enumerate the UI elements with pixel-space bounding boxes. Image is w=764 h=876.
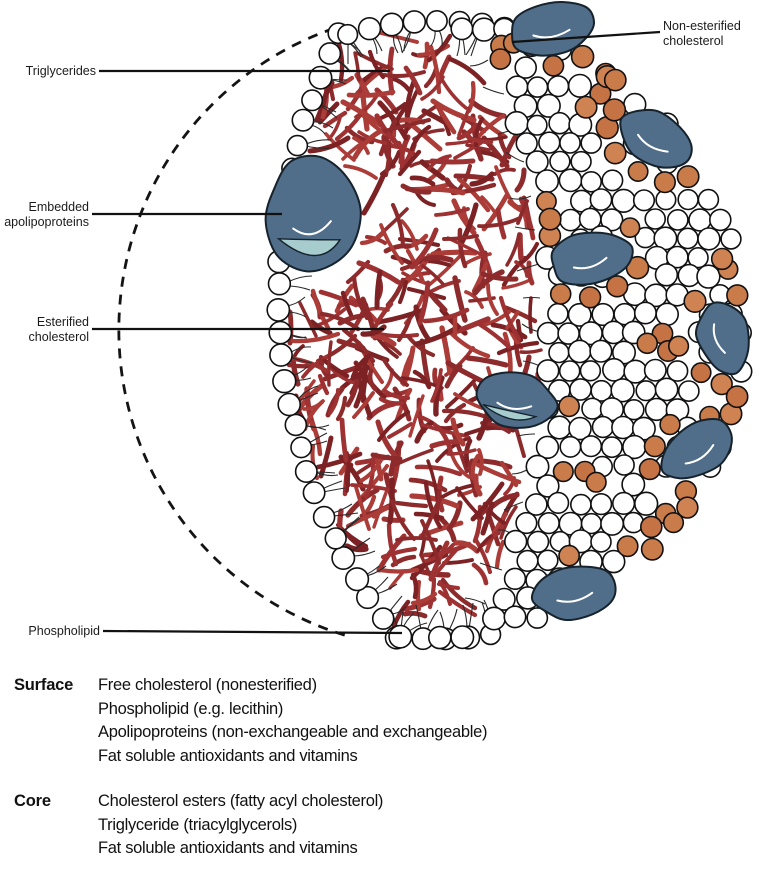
legend-item-cholesterol-esters: Cholesterol esters (fatty acyl cholester… — [98, 792, 384, 810]
legend-surface-items: Free cholesterol (nonesterified) Phospho… — [98, 674, 488, 768]
legend-core-items: Cholesterol esters (fatty acyl cholester… — [98, 790, 383, 861]
legend-group-surface: Surface Free cholesterol (nonesterified)… — [0, 674, 764, 768]
legend-item-triglyceride: Triglyceride (triacylglycerols) — [98, 815, 298, 834]
legend-item-surface-antioxidants: Fat soluble antioxidants and vitamins — [98, 746, 358, 765]
legend-group-core: Core Cholesterol esters (fatty acyl chol… — [0, 790, 764, 861]
legend-heading-core: Core — [14, 792, 51, 810]
label-phospholipid: Phospholipid — [28, 624, 100, 638]
legend-heading-surface: Surface — [14, 676, 74, 694]
lipoprotein-diagram — [92, 0, 753, 651]
legend-item-free-cholesterol: Free cholesterol (nonesterified) — [98, 676, 317, 694]
label-non-esterified-cholesterol: Non-esterified cholesterol — [663, 19, 741, 49]
composition-legend: Surface Free cholesterol (nonesterified)… — [0, 674, 764, 876]
label-triglycerides: Triglycerides — [25, 64, 96, 78]
legend-item-apolipoproteins: Apolipoproteins (non-exchangeable and ex… — [98, 723, 488, 741]
legend-item-phospholipid: Phospholipid (e.g. lecithin) — [98, 699, 284, 718]
label-embedded-apolipoproteins: Embedded apolipoproteins — [4, 200, 89, 230]
legend-item-core-antioxidants: Fat soluble antioxidants and vitamins — [98, 839, 358, 857]
label-esterified-cholesterol: Esterified cholesterol — [28, 315, 89, 345]
